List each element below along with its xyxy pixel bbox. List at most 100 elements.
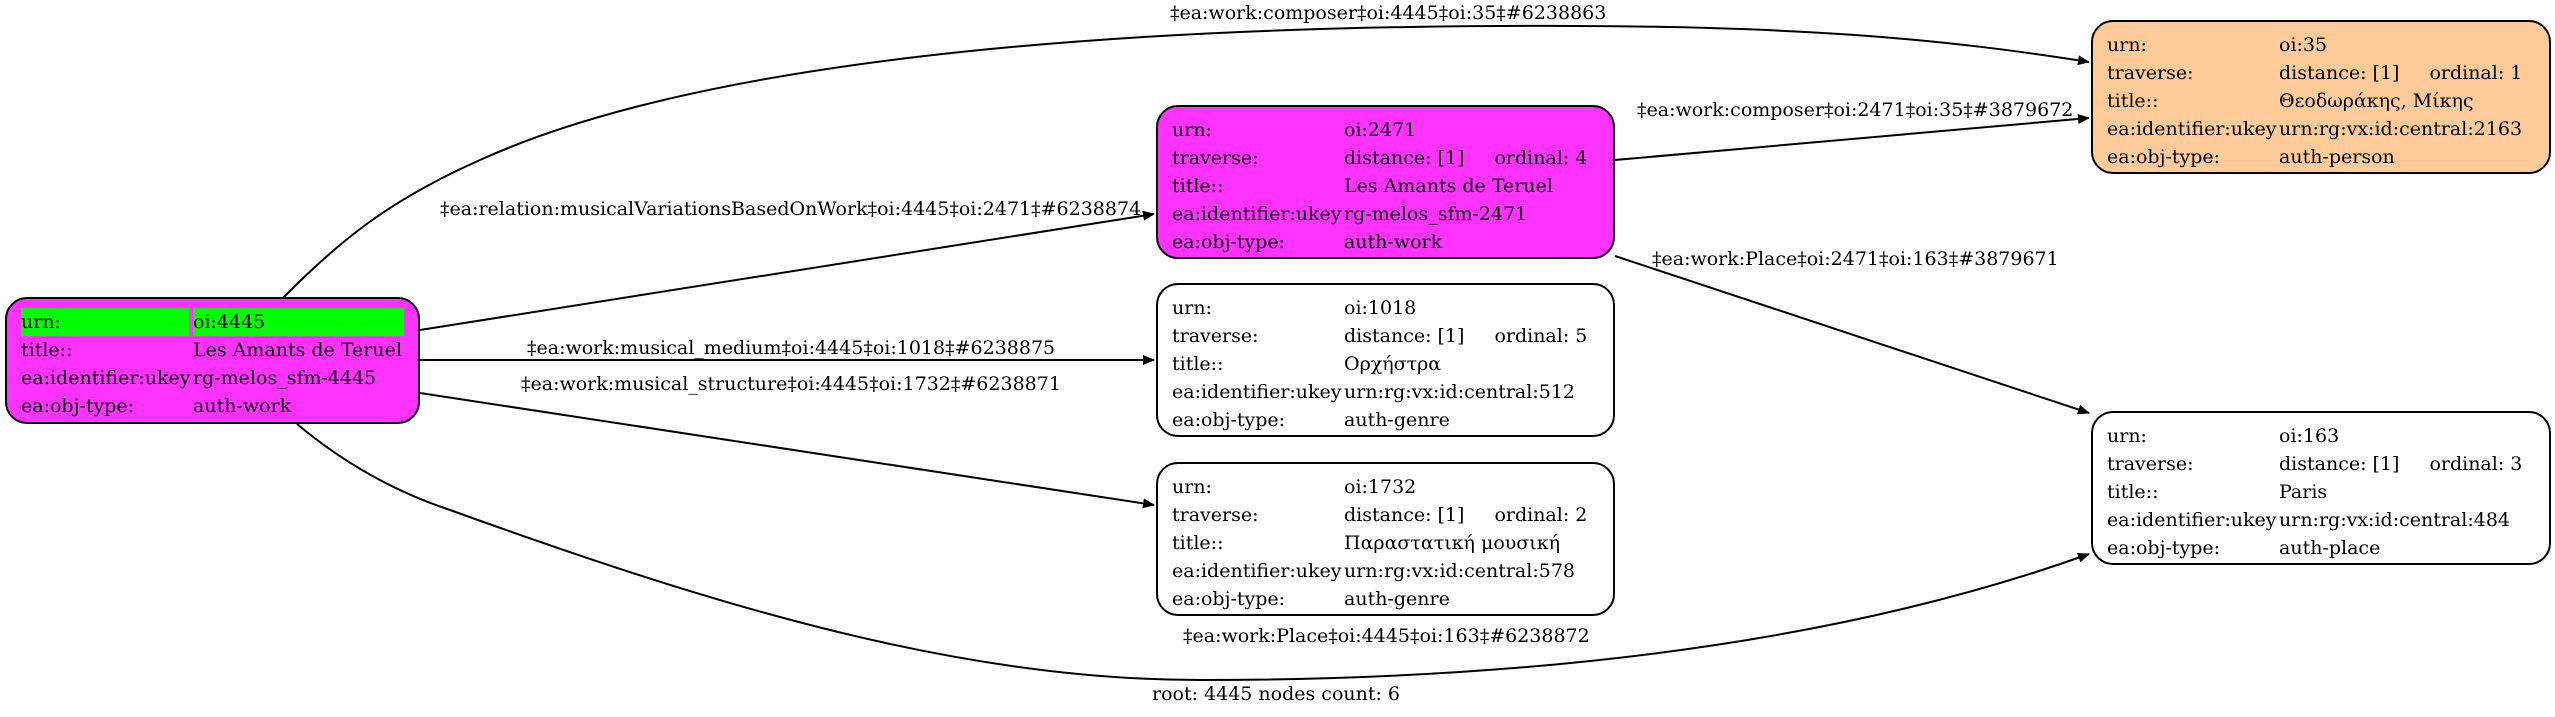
node-oi-1018[interactable]: urn:oi:1018 traverse: distance: [1]ordina… [1156, 283, 1615, 437]
row-value: auth-person [2279, 146, 2395, 168]
node-row-title: title::Παραστατική μουσική [1172, 529, 1599, 557]
edge-label-4445-2471: ‡ea:relation:musicalVariationsBasedOnWor… [440, 198, 1142, 220]
distance: distance: [1] [1344, 147, 1465, 169]
row-key: traverse: [2107, 453, 2194, 475]
row-key: ea:obj-type: [1172, 588, 1286, 610]
row-value: auth-work [193, 395, 292, 417]
row-key: urn: [1172, 476, 1212, 498]
row-value: distance: [1] ordinal: 1 [2279, 59, 2522, 87]
row-key: ea:identifier:ukey [1172, 203, 1342, 225]
row-value: Ορχήστρα [1344, 353, 1442, 375]
row-key: traverse: [1172, 147, 1259, 169]
row-value: Παραστατική μουσική [1344, 532, 1560, 554]
row-key: title:: [1172, 353, 1224, 375]
row-key: ea:identifier:ukey [2107, 118, 2277, 140]
node-row-title: title::Les Amants de Teruel [1172, 172, 1599, 200]
edge-label-2471-163: ‡ea:work:Place‡oi:2471‡oi:163‡#3879671 [1652, 248, 2059, 270]
distance: distance: [1] [2279, 62, 2400, 84]
row-key: title:: [2107, 481, 2159, 503]
ordinal: ordinal: 3 [2429, 453, 2523, 475]
ordinal: ordinal: 1 [2429, 62, 2523, 84]
node-row-traverse: traverse: distance: [1] ordinal: 4 [1172, 144, 1599, 172]
row-value: distance: [1] ordinal: 4 [1344, 144, 1587, 172]
node-row-traverse: traverse: distance: [1]ordinal: 3 [2107, 450, 2535, 478]
edge-label-4445-35: ‡ea:work:composer‡oi:4445‡oi:35‡#6238863 [1170, 2, 1607, 24]
node-oi-4445[interactable]: urn: oi:4445 title:: Les Amants de Terue… [5, 297, 420, 424]
row-value: oi:4445 [193, 308, 404, 336]
node-oi-1732[interactable]: urn: oi:1732 traverse: distance: [1] ordina… [1156, 462, 1615, 616]
row-value: auth-genre [1344, 409, 1450, 431]
node-row-type: ea:obj-type: auth-person [2107, 143, 2535, 171]
node-row-traverse: traverse: distance: [1] ordinal: 1 [2107, 59, 2535, 87]
node-row-title: title:: Les Amants de Teruel [21, 336, 404, 364]
row-value: auth-genre [1344, 588, 1450, 610]
row-value: urn:rg:vx:id:central:512 [1344, 381, 1576, 403]
row-key: traverse: [1172, 325, 1259, 347]
node-row-type: ea:obj-type:auth-work [1172, 228, 1599, 256]
row-key: ea:identifier:ukey [1172, 381, 1342, 403]
row-key: ea:obj-type: [1172, 409, 1286, 431]
row-key: ea:identifier:ukey [2107, 509, 2277, 531]
edge-label-2471-35: ‡ea:work:composer‡oi:2471‡oi:35‡#3879672 [1637, 99, 2074, 121]
row-key: title:: [2107, 90, 2159, 112]
node-row-ukey: ea:identifier:ukey rg-melos_sfm-4445 [21, 364, 404, 392]
row-key: urn: [2107, 34, 2147, 56]
node-row-urn: urn: oi:35 [2107, 31, 2535, 59]
row-value: rg-melos_sfm-4445 [193, 367, 377, 389]
node-row-traverse: traverse: distance: [1] ordinal: 2 [1172, 501, 1599, 529]
node-row-urn: urn: oi:2471 [1172, 116, 1599, 144]
row-value: distance: [1]ordinal: 5 [1344, 322, 1587, 350]
node-oi-35[interactable]: urn: oi:35 traverse: distance: [1] ordinal:… [2091, 20, 2551, 174]
edge-2471-35 [1614, 113, 2090, 161]
row-key: ea:obj-type: [2107, 146, 2221, 168]
node-row-type: ea:obj-type: auth-place [2107, 534, 2535, 562]
node-row-traverse: traverse: distance: [1]ordinal: 5 [1172, 322, 1599, 350]
row-key: ea:obj-type: [2107, 537, 2221, 559]
row-key: urn: [21, 308, 189, 336]
row-key: ea:identifier:ukey [1172, 560, 1342, 582]
row-value: urn:rg:vx:id:central:578 [1344, 560, 1576, 582]
row-value: oi:1732 [1344, 476, 1417, 498]
row-value: oi:35 [2279, 34, 2328, 56]
row-key: ea:obj-type: [1172, 231, 1286, 253]
row-value: distance: [1]ordinal: 3 [2279, 450, 2522, 478]
node-row-title: title::Ορχήστρα [1172, 350, 1599, 378]
node-row-title: title::Paris [2107, 478, 2535, 506]
row-value: auth-place [2279, 537, 2381, 559]
distance: distance: [1] [1344, 325, 1465, 347]
row-value: Paris [2279, 481, 2328, 503]
edge-4445-35 [282, 24, 2090, 299]
row-value: Θεοδωράκης, Μίκης [2279, 90, 2474, 112]
row-key: urn: [1172, 119, 1212, 141]
row-value: oi:1018 [1344, 297, 1417, 319]
node-oi-163[interactable]: urn:oi:163 traverse:distance: [1]ordinal… [2091, 411, 2551, 565]
row-key: ea:identifier:ukey [21, 367, 191, 389]
node-row-urn: urn: oi:1732 [1172, 473, 1599, 501]
node-row-type: ea:obj-type: auth-work [21, 392, 404, 420]
row-value: rg-melos_sfm-2471 [1344, 203, 1528, 225]
edge-2471-163 [1614, 255, 2090, 415]
ordinal: ordinal: 4 [1494, 147, 1588, 169]
edge-4445-1732 [419, 392, 1155, 509]
row-key: traverse: [2107, 62, 2194, 84]
node-row-urn: urn:oi:1018 [1172, 294, 1599, 322]
distance: distance: [1] [1344, 504, 1465, 526]
row-key: title:: [21, 339, 73, 361]
row-value: urn:rg:vx:id:central:2163 [2279, 118, 2523, 140]
row-value: urn:rg:vx:id:central:484 [2279, 509, 2511, 531]
edge-label-4445-163: ‡ea:work:Place‡oi:4445‡oi:163‡#6238872 [1183, 625, 1590, 647]
edge-4445-2471 [419, 210, 1155, 331]
row-value: Les Amants de Teruel [193, 339, 402, 361]
row-value: Les Amants de Teruel [1344, 175, 1553, 197]
row-key: traverse: [1172, 504, 1259, 526]
row-key: title:: [1172, 175, 1224, 197]
ordinal: ordinal: 2 [1494, 504, 1588, 526]
row-key: urn: [2107, 425, 2147, 447]
node-oi-2471[interactable]: urn: oi:2471 traverse: distance: [1] ordina… [1156, 105, 1615, 259]
row-value: oi:2471 [1344, 119, 1417, 141]
edge-label-4445-1732: ‡ea:work:musical_structure‡oi:4445‡oi:17… [521, 373, 1061, 395]
